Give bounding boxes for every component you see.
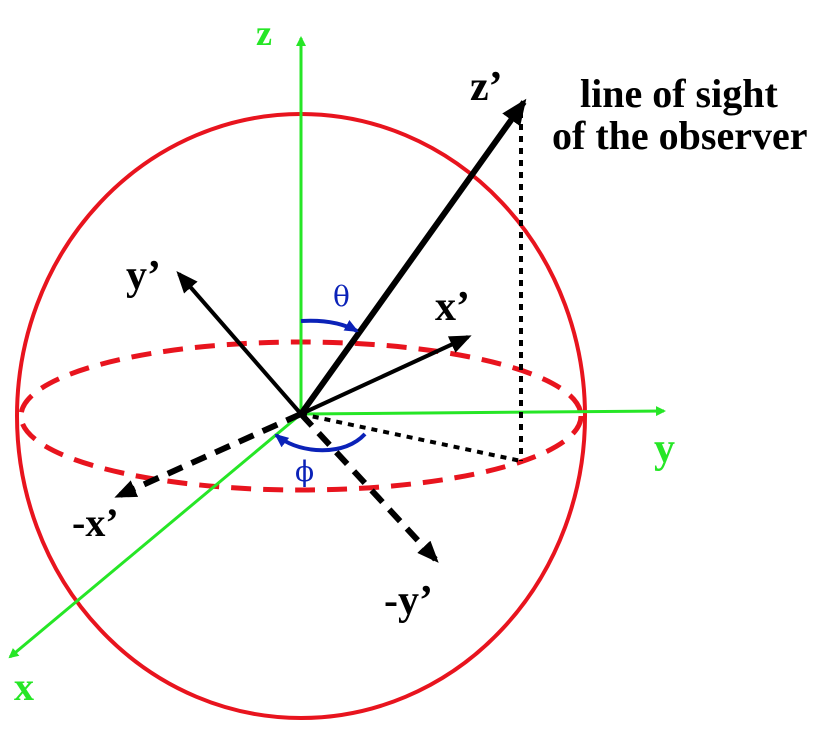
neg-x-prime-label: -x’ — [72, 500, 119, 545]
z-axis-label: z — [256, 13, 272, 53]
y-prime-axis — [176, 270, 303, 416]
phi-arc — [274, 432, 367, 453]
theta-label: θ — [333, 280, 350, 313]
phi-label: ϕ — [295, 455, 314, 488]
z-prime-label: z’ — [470, 64, 503, 110]
x-prime-label: x’ — [435, 284, 470, 330]
x-prime-axis — [300, 335, 472, 416]
line-of-sight-label-line2: of the observer — [552, 113, 807, 158]
x-axis — [8, 412, 302, 659]
neg-y-prime-label: -y’ — [384, 578, 433, 624]
x-axis-label: x — [14, 664, 34, 709]
y-axis — [300, 406, 666, 417]
line-of-sight-label-line1: line of sight — [580, 71, 778, 116]
y-axis-label: y — [654, 426, 675, 472]
z-prime-axis — [298, 98, 527, 416]
theta-arc — [300, 318, 359, 333]
line-of-sight-projection-horizontal — [300, 412, 522, 463]
neg-y-prime-axis — [298, 411, 439, 563]
neg-x-prime-axis — [114, 411, 303, 499]
y-prime-label: y’ — [126, 253, 161, 299]
